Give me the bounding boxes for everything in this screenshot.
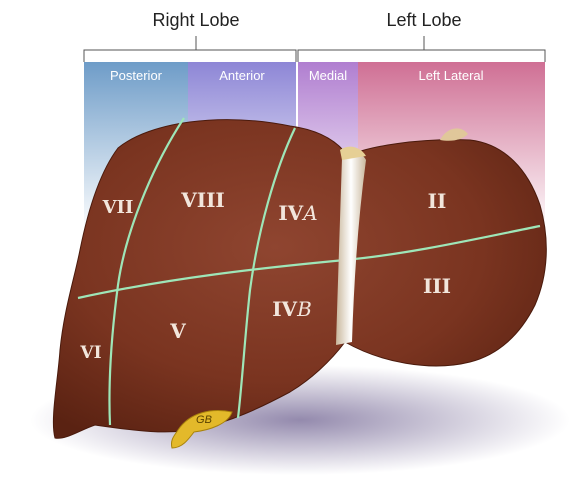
anterior-label: Anterior xyxy=(219,68,265,83)
segment-ivb-letter: B xyxy=(296,297,312,321)
segment-vi-label: VI xyxy=(79,343,101,363)
segment-iva-number: IV xyxy=(278,201,303,225)
segment-ivb-label: IVB xyxy=(272,297,312,321)
posterior-label: Posterior xyxy=(110,68,163,83)
left-lobe-title: Left Lobe xyxy=(386,10,461,30)
segment-iva-letter: A xyxy=(301,201,317,225)
medial-label: Medial xyxy=(309,68,347,83)
left-lateral-label: Left Lateral xyxy=(418,68,483,83)
right-lobe-bracket xyxy=(84,36,296,62)
segment-ii-label: II xyxy=(428,189,447,213)
segment-viii-label: VIII xyxy=(180,188,225,212)
segment-vii-label: VII xyxy=(102,197,134,218)
segment-ivb-number: IV xyxy=(272,297,297,321)
gallbladder-label: GB xyxy=(196,414,212,426)
segment-iva-label: IVA xyxy=(278,201,317,225)
right-lobe-title: Right Lobe xyxy=(152,10,239,30)
segment-v-label: V xyxy=(169,319,186,343)
segment-iii-label: III xyxy=(423,274,451,298)
left-lobe-bracket xyxy=(298,36,545,62)
